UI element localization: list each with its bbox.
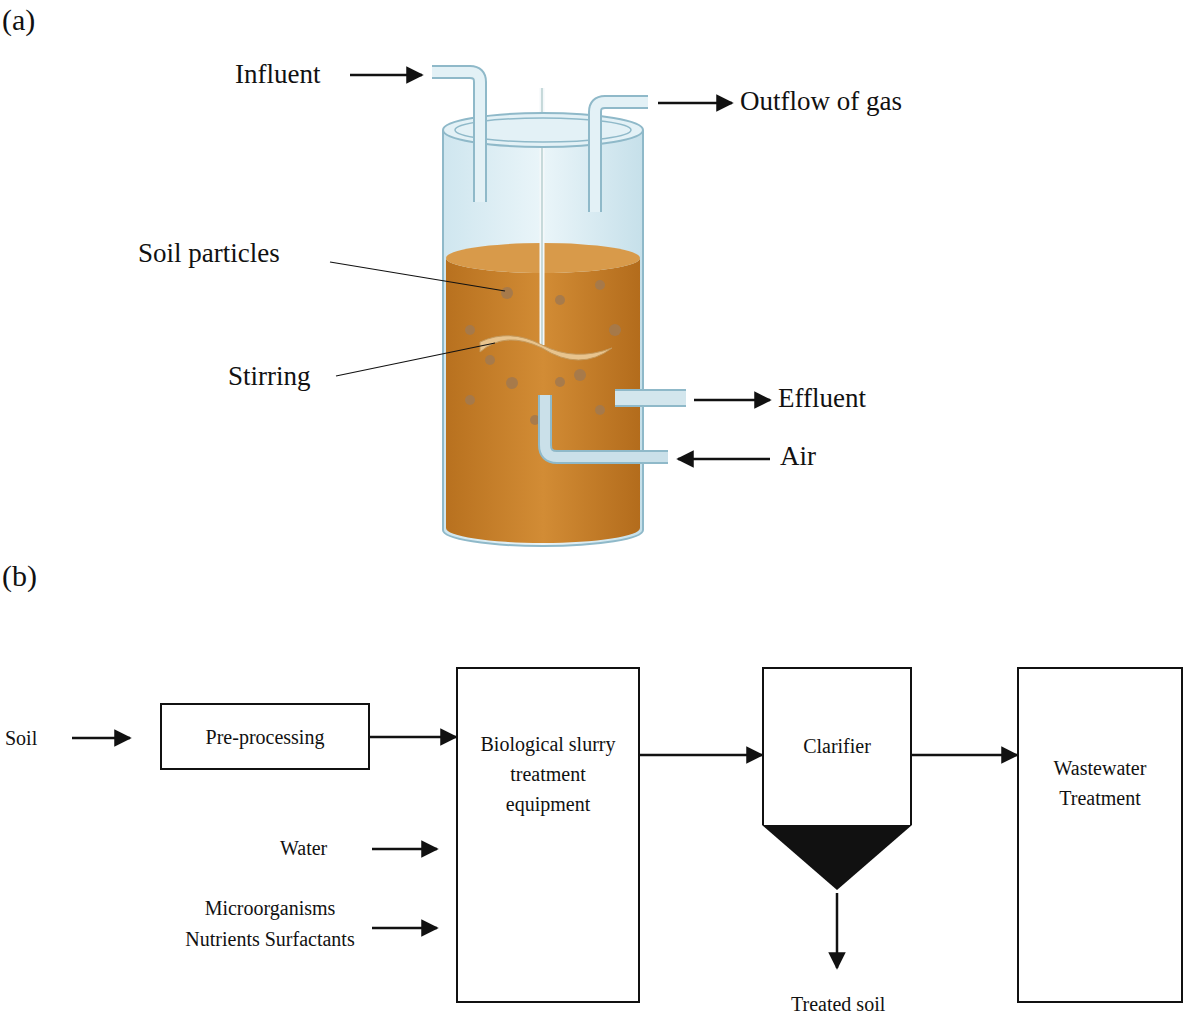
box-text: Biological slurry treatment equipment	[466, 729, 630, 819]
part-label: Effluent	[778, 382, 866, 414]
process-box: Clarifier	[762, 667, 912, 825]
part-label: Soil	[5, 726, 37, 750]
part-label: Treated soil	[791, 992, 885, 1016]
process-box: Wastewater Treatment	[1017, 667, 1183, 1003]
flow-arrow	[640, 754, 762, 757]
box-text: Pre-processing	[206, 722, 325, 752]
part-label: Outflow of gas	[740, 85, 902, 117]
part-label: Water	[280, 836, 327, 860]
panel-label: (b)	[2, 558, 37, 594]
part-label: Soil particles	[138, 237, 280, 269]
flow-arrow	[912, 754, 1017, 757]
part-label: Influent	[235, 58, 320, 90]
box-text: Clarifier	[803, 731, 871, 761]
box-text: Wastewater Treatment	[1027, 753, 1173, 813]
process-box: Biological slurry treatment equipment	[456, 667, 640, 1003]
part-label: Air	[780, 440, 816, 472]
flow-arrow	[370, 736, 456, 739]
panel-label: (a)	[2, 2, 35, 38]
input-label: Microorganisms Nutrients Surfactants	[185, 893, 355, 955]
part-label: Stirring	[228, 360, 311, 392]
process-box: Pre-processing	[160, 703, 370, 770]
